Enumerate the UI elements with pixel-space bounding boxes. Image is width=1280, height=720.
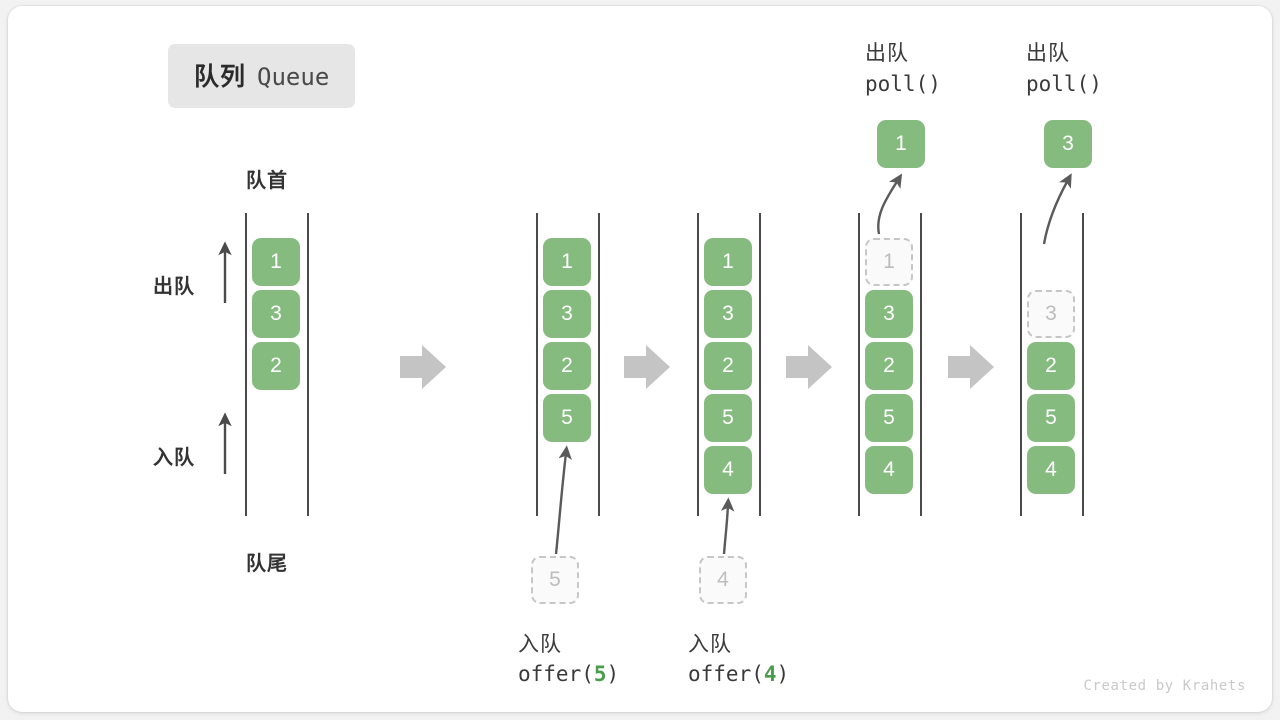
title-chinese: 队列 [194,63,247,91]
rail-left-step-1 [245,213,247,516]
popped-value-box: 1 [877,120,925,168]
removed-slot-box: 3 [1027,290,1075,338]
queue-cell: 2 [252,342,300,390]
title-english: Queue [257,63,330,91]
rail-left-step-4 [858,213,860,516]
queue-cell: 3 [704,290,752,338]
step-4-caption-code: poll() [865,72,941,96]
pending-enqueue-box: 4 [699,556,747,604]
popped-value-box: 3 [1044,120,1092,168]
credit-text: Created by Krahets [1083,678,1246,694]
step-5-caption-code: poll() [1026,72,1102,96]
step-arrow [400,345,446,389]
queue-cell: 5 [865,394,913,442]
diagram-stage: 队列 Queue 队首 队尾 出队 入队 1 3 2 1 3 2 5 5 入队 … [8,6,1272,712]
step-2-caption-cn: 入队 [518,633,562,656]
rail-left-step-2 [536,213,538,516]
queue-cell-new: 4 [704,446,752,494]
step-arrow [948,345,994,389]
step-2-arg: 5 [593,662,607,686]
queue-cell: 4 [1027,446,1075,494]
queue-cell: 3 [543,290,591,338]
enqueue-curve-arrow-5 [554,445,572,555]
dequeue-curve-arrow-1 [877,173,903,235]
rail-left-step-3 [697,213,699,516]
dequeue-direction-label: 出队 [153,276,195,298]
diagram-card: 队列 Queue 队首 队尾 出队 入队 1 3 2 1 3 2 5 5 入队 … [8,6,1272,712]
step-2-caption-code: offer(5) [518,662,620,686]
dequeue-curve-arrow-3 [1042,173,1072,245]
rail-right-step-4 [920,213,922,516]
pending-enqueue-box: 5 [531,556,579,604]
queue-cell: 5 [704,394,752,442]
enqueue-direction-label: 入队 [153,447,195,469]
enqueue-curve-arrow-4 [720,497,735,555]
queue-cell: 1 [704,238,752,286]
queue-cell: 2 [1027,342,1075,390]
rail-right-step-3 [759,213,761,516]
queue-cell: 2 [865,342,913,390]
queue-cell: 1 [252,238,300,286]
rail-right-step-5 [1082,213,1084,516]
queue-cell-new: 5 [543,394,591,442]
removed-slot-box: 1 [865,238,913,286]
step-4-caption-cn: 出队 [865,42,909,65]
step-5-caption-cn: 出队 [1026,42,1070,65]
queue-cell: 3 [252,290,300,338]
queue-cell: 1 [543,238,591,286]
queue-cell: 2 [543,342,591,390]
step-arrow [624,345,670,389]
step-arrow [786,345,832,389]
queue-cell: 5 [1027,394,1075,442]
step-3-arg: 4 [763,662,777,686]
step-3-caption-cn: 入队 [688,633,732,656]
queue-cell: 4 [865,446,913,494]
queue-tail-label: 队尾 [246,553,288,575]
rail-right-step-1 [307,213,309,516]
rail-left-step-5 [1020,213,1022,516]
step-3-caption-code: offer(4) [688,662,790,686]
rail-right-step-2 [598,213,600,516]
queue-cell: 2 [704,342,752,390]
diagram-title-chip: 队列 Queue [168,44,356,108]
queue-cell: 3 [865,290,913,338]
queue-head-label: 队首 [246,170,288,192]
